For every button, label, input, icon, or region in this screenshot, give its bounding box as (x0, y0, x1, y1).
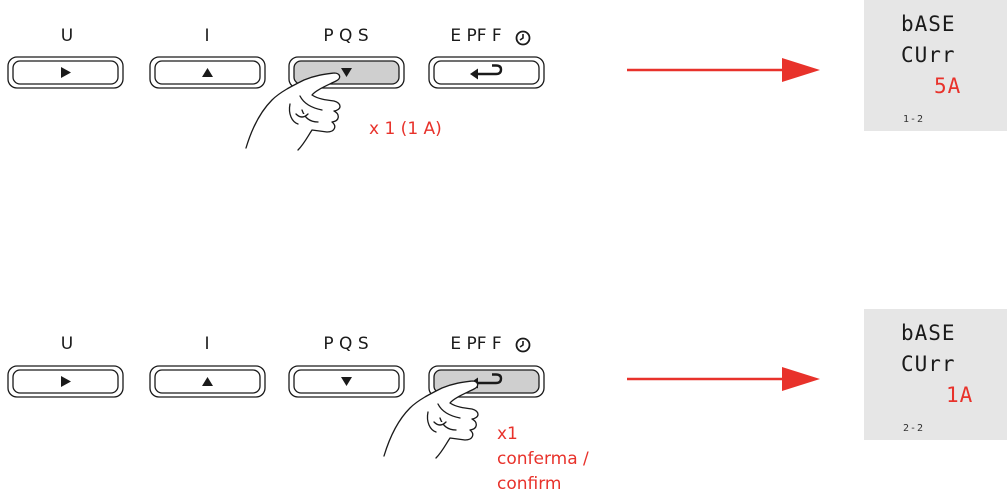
key-i-2[interactable] (149, 365, 266, 398)
key-label-epf: E PF F (450, 26, 502, 46)
key-label-i: I (204, 26, 210, 46)
return-icon (470, 64, 503, 80)
hand-icon (245, 72, 341, 151)
key-epf-1[interactable] (428, 56, 545, 89)
key-label-pqs: P Q S (323, 26, 369, 46)
display-line1: bASE (901, 321, 956, 345)
key-u-1[interactable] (7, 56, 124, 89)
clock-icon (515, 337, 531, 353)
display-line2: CUrr (901, 43, 956, 67)
arrow-right-2 (627, 367, 820, 391)
triangle-down-icon (341, 68, 352, 77)
hand-icon (383, 380, 479, 459)
key-label-u: U (60, 334, 74, 354)
key-pqs-2[interactable] (288, 365, 405, 398)
display-page: 1-2 (903, 114, 925, 125)
play-icon (61, 376, 71, 387)
display-screen-2: bASE CUrr 1A 2-2 (864, 309, 1007, 440)
clock-icon (515, 30, 531, 46)
play-icon (61, 67, 71, 78)
key-label-u: U (60, 26, 74, 46)
display-value: 1A (946, 383, 974, 407)
display-line1: bASE (901, 12, 956, 36)
step1-note: x 1 (1 A) (369, 119, 442, 139)
key-i-1[interactable] (149, 56, 266, 89)
key-u-2[interactable] (7, 365, 124, 398)
display-screen-1: bASE CUrr 5A 1-2 (864, 0, 1007, 131)
triangle-up-icon (202, 377, 213, 386)
key-label-i: I (204, 334, 210, 354)
triangle-up-icon (202, 68, 213, 77)
display-value: 5A (934, 74, 962, 98)
display-page: 2-2 (903, 423, 925, 434)
key-label-epf: E PF F (450, 334, 502, 354)
display-line2: CUrr (901, 352, 956, 376)
triangle-down-icon (341, 377, 352, 386)
step2-note: x1 conferma / confirm (497, 424, 589, 494)
key-label-pqs: P Q S (323, 334, 369, 354)
arrow-right-1 (627, 58, 820, 82)
